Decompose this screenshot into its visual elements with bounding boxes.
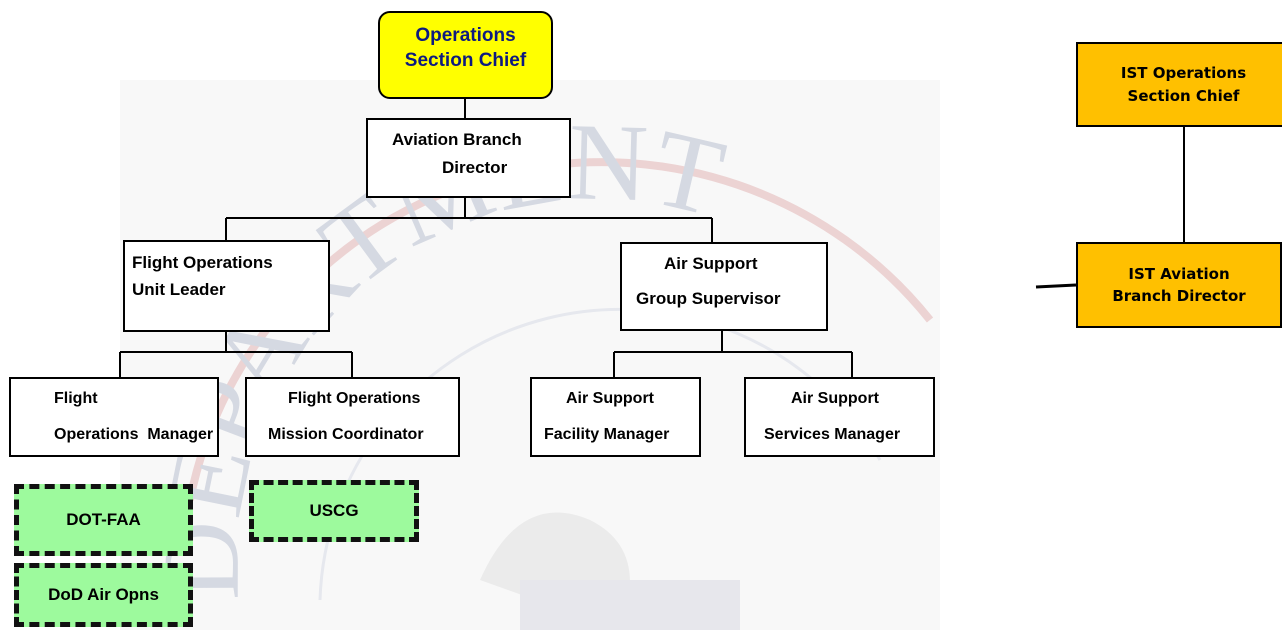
box-line-2: Section Chief [1127,86,1240,105]
flight-operations-mission-coordinator-box: Flight Operations Mission Coordinator [245,377,460,457]
box-line-2: Unit Leader [132,280,226,299]
dot-faa-agency-box: DOT-FAA [14,484,193,556]
box-line-1: Air Support [664,254,758,273]
air-support-group-supervisor-box: Air Support Group Supervisor [620,242,828,331]
box-line-2: Services Manager [764,426,901,443]
box-line-1: Operations [415,25,516,46]
box-line-1: Flight Operations [288,390,421,407]
box-line-1: Flight Operations [132,253,273,272]
flight-operations-manager-box: Flight Operations Manager [9,377,219,457]
box-line-2: Branch Director [1112,287,1246,305]
box-line-1: IST Operations [1120,64,1247,82]
box-line-2: Operations Manager [54,426,214,443]
agency-label: DoD Air Opns [48,585,159,604]
agency-label: USCG [309,501,359,520]
flight-operations-unit-leader-box: Flight Operations Unit Leader [123,240,330,332]
uscg-agency-box: USCG [249,480,419,542]
box-line-2: Group Supervisor [636,289,781,308]
box-line-1: Air Support [566,390,654,407]
box-line-2: Section Chief [404,49,527,71]
dod-air-opns-agency-box: DoD Air Opns [14,563,193,627]
box-line-1: IST Aviation [1128,264,1230,283]
air-support-services-manager-box: Air Support Services Manager [744,377,935,457]
ist-operations-section-chief-box: IST Operations Section Chief [1076,42,1282,127]
box-line-1: Flight [54,390,98,407]
operations-section-chief-box: Operations Section Chief [378,11,553,99]
box-line-1: Aviation Branch [392,130,522,149]
ist-aviation-branch-director-box: IST Aviation Branch Director [1076,242,1282,328]
aviation-branch-director-box: Aviation Branch Director [366,118,571,198]
box-line-1: Air Support [791,390,879,407]
box-line-2: Director [442,158,508,177]
air-support-facility-manager-box: Air Support Facility Manager [530,377,701,457]
agency-label: DOT-FAA [66,510,141,529]
box-line-2: Facility Manager [544,426,670,443]
box-line-2: Mission Coordinator [268,426,424,443]
